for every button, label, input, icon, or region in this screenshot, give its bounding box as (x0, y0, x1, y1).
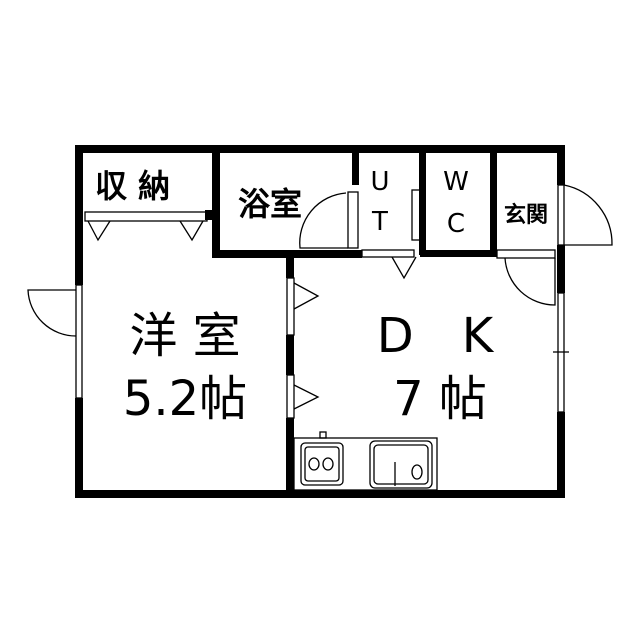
dk-name: D K (377, 308, 495, 364)
ut-label-t: T (371, 207, 388, 237)
wc-label-w: W (443, 167, 469, 197)
dk-size: 7 帖 (393, 371, 487, 427)
walls (75, 145, 565, 498)
western-room-name: 洋 室 (129, 308, 240, 364)
storage-label: 収 納 (95, 167, 170, 205)
ut-label-u: U (370, 167, 389, 197)
entrance-label: 玄関 (504, 202, 548, 228)
room-labels: 収 納 浴室 U T W C 玄関 洋 室 5.2帖 D K 7 帖 (95, 167, 548, 427)
fixtures (27, 184, 613, 491)
wc-label-c: C (447, 209, 465, 239)
western-room-size: 5.2帖 (123, 371, 247, 427)
bath-label: 浴室 (238, 185, 302, 223)
